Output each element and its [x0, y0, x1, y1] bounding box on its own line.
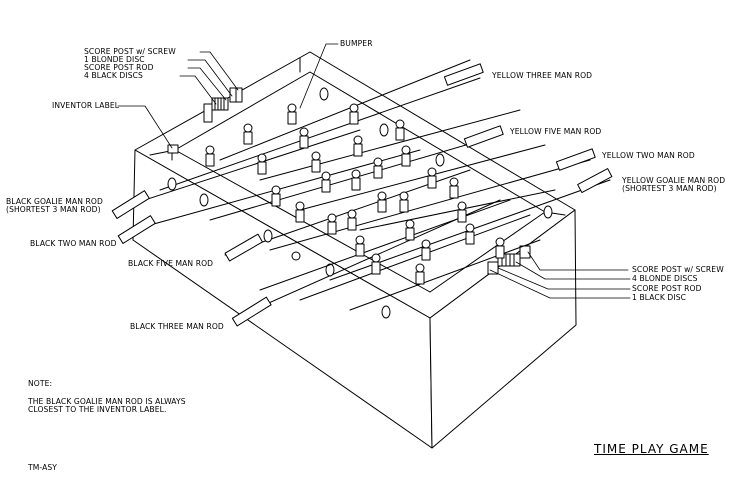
label-black-discs-4: 4 BLACK DISCS: [84, 71, 143, 80]
label-black-three-man-rod: BLACK THREE MAN ROD: [130, 322, 224, 331]
player-figure: [243, 123, 253, 145]
player-figure: [415, 263, 425, 285]
extra-black-rods: [259, 199, 541, 311]
player-figure: [349, 103, 359, 125]
note-line-1: THE BLACK GOALIE MAN ROD IS ALWAYS: [28, 397, 186, 406]
player-figure: [421, 239, 431, 261]
yellow-three-man-rod: [159, 63, 484, 191]
player-figure: [327, 213, 337, 235]
player-figure: [495, 237, 505, 259]
player-figure: [311, 151, 321, 173]
label-inventor-label: INVENTOR LABEL: [52, 101, 120, 110]
leader-lines: [117, 43, 631, 299]
player-figure: [427, 167, 437, 189]
player-figure: [257, 153, 267, 175]
player-figure: [287, 103, 297, 125]
yellow-two-man-rod: [269, 148, 596, 251]
label-black-disc-1: 1 BLACK DISC: [632, 293, 687, 302]
player-figure: [395, 119, 405, 141]
label-yellow-three-man-rod: YELLOW THREE MAN ROD: [492, 71, 593, 80]
player-figure: [205, 145, 215, 167]
label-yellow-goalie-line2: (SHORTEST 3 MAN ROD): [622, 184, 717, 193]
label-yellow-goalie-line1: YELLOW GOALIE MAN ROD: [622, 176, 726, 185]
player-figure: [351, 169, 361, 191]
player-figure: [449, 177, 459, 199]
black-goalie-man-rod: [111, 129, 361, 219]
player-figure: [399, 191, 409, 213]
player-figure: [405, 219, 415, 241]
note-line-2: CLOSEST TO THE INVENTOR LABEL.: [28, 405, 167, 414]
note-heading: NOTE:: [28, 379, 53, 388]
player-figure: [347, 209, 357, 231]
player-figure: [321, 171, 331, 193]
player-figure: [377, 191, 387, 213]
player-figure: [457, 201, 467, 223]
drawing-code: TM-ASY: [28, 463, 58, 472]
player-figure: [299, 127, 309, 149]
player-figure: [371, 253, 381, 275]
label-black-goalie-line1: BLACK GOALIE MAN ROD: [6, 197, 103, 206]
label-blonde-discs-4: 4 BLONDE DISCS: [632, 274, 698, 283]
label-score-post-rod-bottom: SCORE POST ROD: [632, 284, 702, 293]
label-score-post-rod-top: SCORE POST ROD: [84, 63, 154, 72]
label-yellow-two-man-rod: YELLOW TWO MAN ROD: [602, 151, 695, 160]
player-figure: [353, 135, 363, 157]
label-blonde-disc-1: 1 BLONDE DISC: [84, 55, 145, 64]
label-score-post-screw-top: SCORE POST w/ SCREW: [84, 47, 176, 56]
player-figure: [465, 223, 475, 245]
player-figure: [271, 185, 281, 207]
inventor-label-plate: [167, 144, 179, 161]
label-score-post-screw-bottom: SCORE POST w/ SCREW: [632, 265, 724, 274]
player-figures: [205, 103, 505, 285]
label-black-goalie-line2: (SHORTEST 3 MAN ROD): [6, 205, 101, 214]
drawing-title: TIME PLAY GAME: [594, 442, 709, 456]
player-figure: [373, 157, 383, 179]
player-figure: [295, 201, 305, 223]
label-black-five-man-rod: BLACK FIVE MAN ROD: [128, 259, 214, 268]
player-figure: [355, 235, 365, 257]
label-bumper: BUMPER: [340, 39, 373, 48]
player-figure: [401, 145, 411, 167]
label-yellow-five-man-rod: YELLOW FIVE MAN ROD: [510, 127, 602, 136]
label-black-two-man-rod: BLACK TWO MAN ROD: [30, 239, 117, 248]
score-post-top: [203, 87, 243, 123]
